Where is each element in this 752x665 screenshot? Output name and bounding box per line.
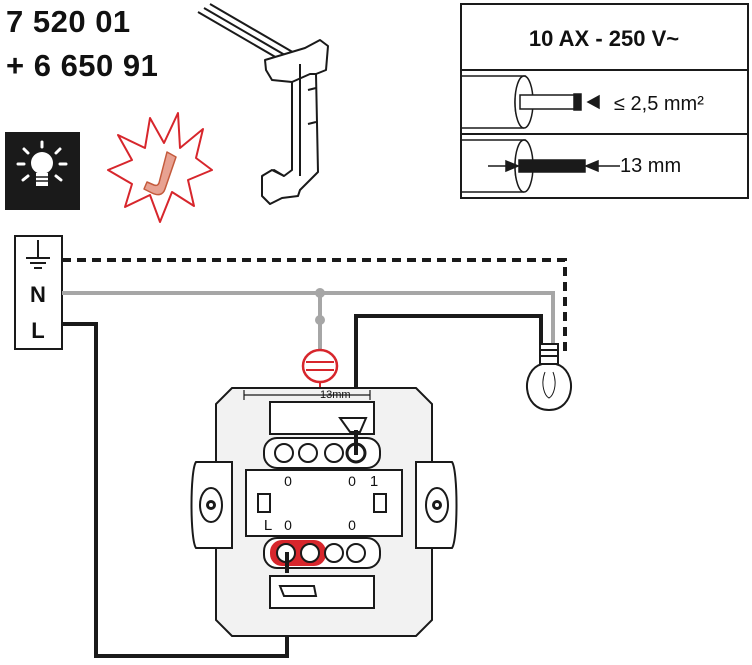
switch-mechanism: 13mm (190, 387, 458, 637)
supply-terminal-block: N L (14, 235, 63, 350)
contact-label-bottom-left: 0 (284, 517, 292, 533)
strip-gauge-label: 13mm (320, 389, 351, 401)
right-mounting-claw (415, 461, 458, 549)
contact-label-output: 1 (370, 473, 378, 490)
contact-label-top-right: 0 (348, 473, 356, 489)
wire-section-illustration (461, 75, 600, 129)
contact-label-input: L (264, 517, 272, 534)
terminal-neutral-label: N (30, 282, 46, 307)
earth-wire (62, 258, 567, 352)
strip-length-illustration (461, 139, 620, 193)
contact-label-bottom-right: 0 (348, 517, 356, 533)
neutral-junction (315, 288, 325, 298)
contact-label-top-left: 0 (284, 473, 292, 489)
terminal-line-label: L (31, 318, 44, 343)
clip-burst-icon (107, 112, 213, 223)
spec-wire-section: ≤ 2,5 mm² (614, 93, 704, 115)
lamp-icon (5, 132, 80, 210)
part-number-primary: 7 520 01 (6, 4, 131, 39)
spec-rating: 10 AX - 250 V~ (529, 26, 679, 51)
lamp-bulb (526, 343, 572, 412)
spec-strip-length: 13 mm (620, 155, 681, 177)
spec-table: 10 AX - 250 V~ ≤ 2,5 mm² 13 mm (460, 3, 749, 199)
rocker-part-drawing (197, 3, 329, 205)
earth-symbol-icon (26, 240, 50, 269)
part-number-secondary: + 6 650 91 (6, 48, 159, 83)
switched-lamp-wire (354, 314, 543, 452)
left-mounting-claw (190, 461, 233, 549)
neutral-wire (62, 291, 555, 348)
neutral-junction-lower (315, 315, 325, 325)
